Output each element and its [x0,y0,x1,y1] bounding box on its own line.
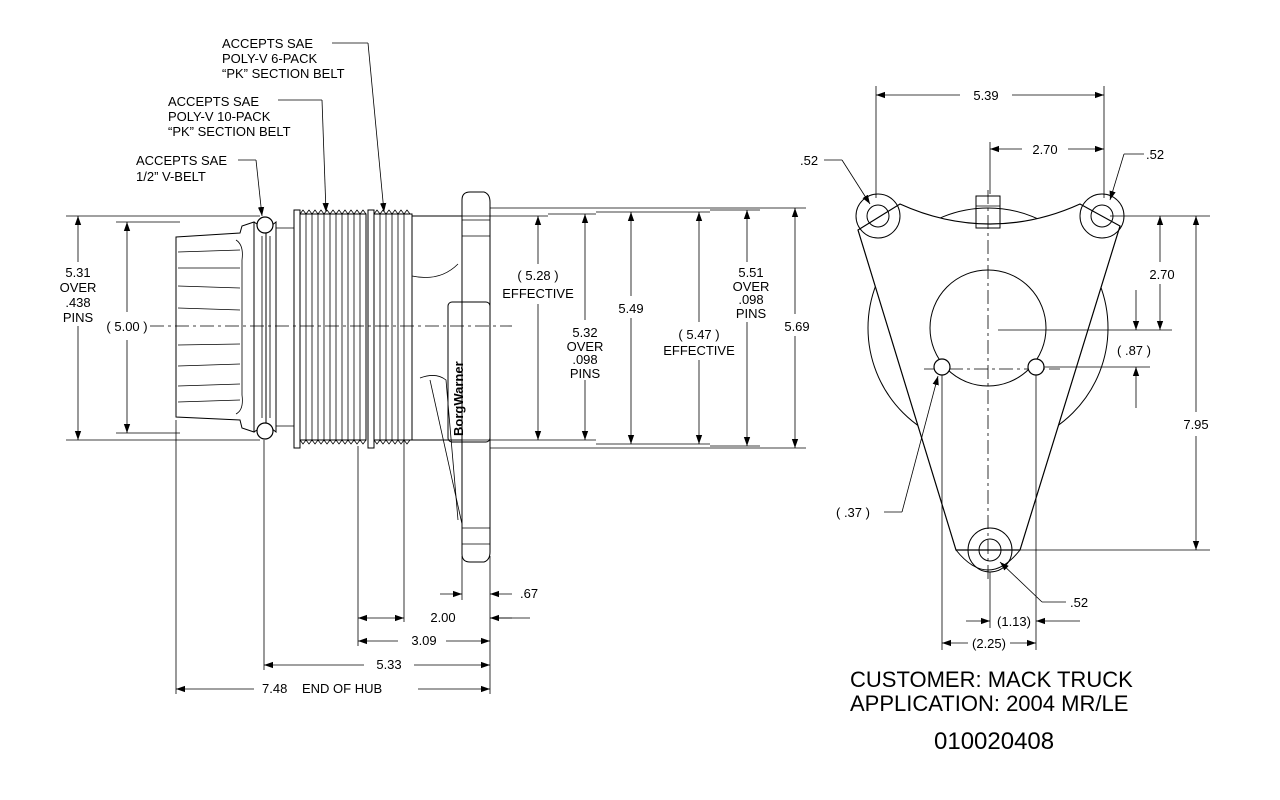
d037-label: ( .37 ) [836,505,870,520]
d551-l2: OVER [733,279,770,294]
dim-569: 5.69 [490,207,810,449]
note-vbelt-line1: ACCEPTS SAE [136,153,227,168]
poly-v-6-pack [367,209,413,449]
dim-533: 5.33 [264,657,490,672]
d531-l3: .438 [65,295,90,310]
d795-label: 7.95 [1183,417,1208,432]
d270-top-label: 2.70 [1032,142,1057,157]
dim-113: (1.13) [941,375,1080,650]
dim-539: 5.39 [875,86,1105,198]
d569-label: 5.69 [784,319,809,334]
customer-label: CUSTOMER: MACK TRUCK [850,667,1133,692]
d200-label: 2.00 [430,610,455,625]
d225-label: (2.25) [972,636,1006,651]
dim-087: ( .87 ) [1044,290,1151,408]
dim-extension-lines [175,420,491,694]
d551-l1: 5.51 [738,265,763,280]
note-6pk: ACCEPTS SAE POLY-V 6-PACK “PK” SECTION B… [222,36,387,213]
dim-270-top: 2.70 [989,142,1104,194]
d052-left-label: .52 [800,153,818,168]
note-vbelt-line2: 1/2” V-BELT [136,169,206,184]
note-vbelt: ACCEPTS SAE 1/2” V-BELT [136,153,265,217]
d547-l1: ( 5.47 ) [678,327,719,342]
mounting-bracket [857,203,1121,551]
part-number: 010020408 [934,728,1054,755]
d532-l2: OVER [567,339,604,354]
brand-label: BorgWarner [451,361,466,436]
hub-body [175,221,255,433]
d532-l1: 5.32 [572,325,597,340]
d113-label: (1.13) [997,614,1031,629]
dim-748: 7.48 END OF HUB [176,681,490,696]
dim-309: 3.09 [358,633,490,648]
dim-549: 5.49 [596,211,644,445]
side-view: BorgWarner ACCEPTS SAE POLY-V 6-PACK “PK… [60,36,810,696]
d531-l1: 5.31 [65,265,90,280]
pin-left [933,358,951,376]
dim-547: ( 5.47 ) EFFECTIVE [642,211,735,445]
d087-label: ( .87 ) [1117,343,1151,358]
note-10pk-line2: POLY-V 10-PACK [168,109,271,124]
mounting-flange [461,191,491,563]
note-6pk-line3: “PK” SECTION BELT [222,66,345,81]
d309-label: 3.09 [411,633,436,648]
note-6pk-line2: POLY-V 6-PACK [222,51,317,66]
d528-l2: EFFECTIVE [502,286,574,301]
pin-circle-top [256,216,274,234]
housing-body: BorgWarner [411,215,491,525]
d528-l1: ( 5.28 ) [517,268,558,283]
dim-531: 5.31 OVER .438 PINS [60,215,260,441]
dim-795: 7.95 [1012,216,1210,551]
pin-right [1027,358,1045,376]
d052-bottom-label: .52 [1070,595,1088,610]
dim-200: 2.00 [358,610,530,625]
d532-l3: .098 [572,352,597,367]
d500-label: ( 5.00 ) [106,319,147,334]
dim-052-left: .52 [800,153,871,205]
mount-hole-bottom [978,538,1002,562]
note-6pk-line1: ACCEPTS SAE [222,36,313,51]
d748-label: 7.48 [262,681,287,696]
d533-label: 5.33 [376,657,401,672]
v-belt-groove [253,216,294,440]
d551-l3: .098 [738,292,763,307]
note-10pk-line1: ACCEPTS SAE [168,94,259,109]
d549-label: 5.49 [618,301,643,316]
application-label: APPLICATION: 2004 MR/LE [850,691,1128,716]
dim-551: 5.51 OVER .098 PINS [710,209,770,447]
front-view: 5.39 2.70 .52 .52 2.70 [800,86,1210,651]
note-10pk: ACCEPTS SAE POLY-V 10-PACK “PK” SECTION … [168,94,329,213]
dim-067: .67 [440,586,538,601]
mount-hole-left [866,204,890,228]
dim-532: 5.32 OVER .098 PINS [548,213,604,441]
d551-l4: PINS [736,306,767,321]
dim-500: ( 5.00 ) [106,221,180,434]
poly-v-10-pack [293,209,367,449]
d539-label: 5.39 [973,88,998,103]
dim-052-bottom: .52 [999,561,1088,610]
dim-528: ( 5.28 ) EFFECTIVE [414,215,574,441]
d270-side-label: 2.70 [1149,267,1174,282]
d531-l4: PINS [63,310,94,325]
d067-label: .67 [520,586,538,601]
title-block: CUSTOMER: MACK TRUCK APPLICATION: 2004 M… [850,667,1133,755]
dim-037: ( .37 ) [836,375,939,520]
dim-225: (2.25) [942,636,1036,651]
dim-052-right: .52 [1109,147,1164,201]
d532-l4: PINS [570,366,601,381]
note-10pk-line3: “PK” SECTION BELT [168,124,291,139]
d531-l2: OVER [60,280,97,295]
d052-right-label: .52 [1146,147,1164,162]
pin-circle-bottom [256,422,274,440]
end-of-hub-label: END OF HUB [302,681,382,696]
d547-l2: EFFECTIVE [663,343,735,358]
